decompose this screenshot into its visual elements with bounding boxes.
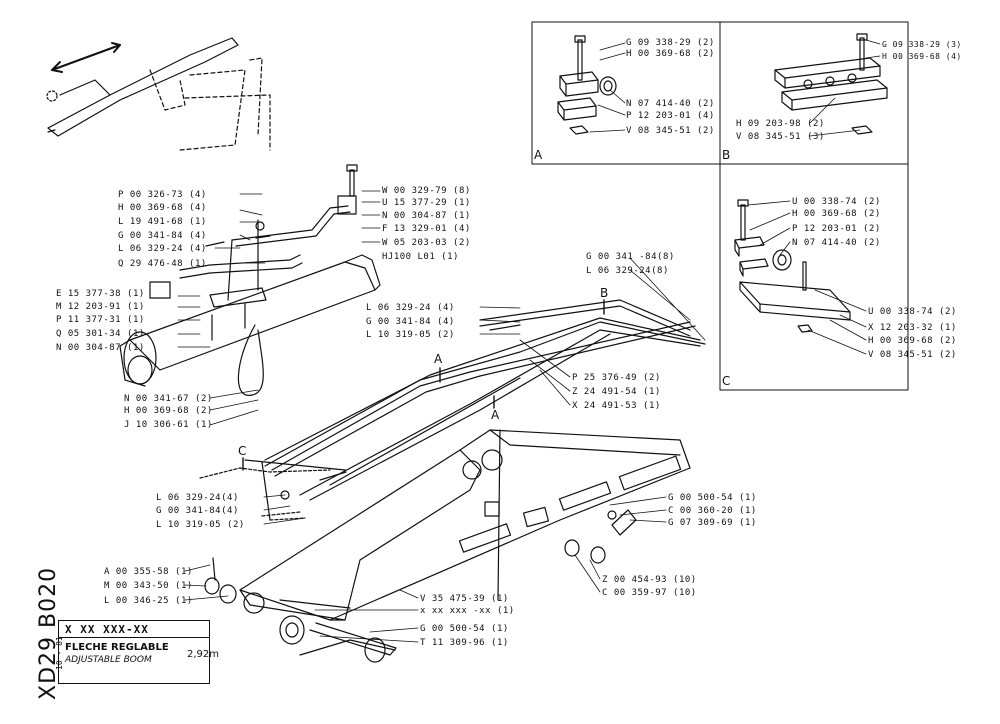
part-label: J 10 306-61 (1) <box>124 420 213 430</box>
part-label: M 00 343-50 (1) <box>104 581 193 591</box>
part-label: U 15 377-29 (1) <box>382 198 471 208</box>
part-label: G 09 338-29 (2) <box>626 38 715 48</box>
detail-box-b-frame <box>719 21 909 165</box>
part-label: Q 29 476-48 (1) <box>118 259 207 269</box>
part-label: P 12 203-01 (4) <box>626 111 715 121</box>
title-block: X XX XXX-XX FLECHE REGLABLE ADJUSTABLE B… <box>58 620 219 684</box>
section-marker-b: B <box>600 286 609 300</box>
leader-lines <box>177 39 881 643</box>
part-label: L 10 319-05 (2) <box>366 330 455 340</box>
part-label: X 24 491-53 (1) <box>572 401 661 411</box>
overview-thumbnail <box>46 37 271 151</box>
part-label: L 06 329-24 (4) <box>366 303 455 313</box>
part-label: W 05 203-03 (2) <box>382 238 471 248</box>
part-label: T 11 309-96 (1) <box>420 638 509 648</box>
part-label: Z 00 454-93 (10) <box>602 575 697 585</box>
part-label: P 00 326-73 (4) <box>118 190 207 200</box>
part-label: V 08 345-51 (2) <box>626 126 715 136</box>
part-label: L 19 491-68 (1) <box>118 217 207 227</box>
title-english: ADJUSTABLE BOOM <box>65 655 152 665</box>
section-marker-a-upper: A <box>434 352 443 366</box>
part-label: H 00 369-68 (2) <box>868 336 957 346</box>
detail-box-c-letter: C <box>722 374 731 388</box>
part-label: x xx xxx -xx (1) <box>420 606 515 616</box>
part-label: V 08 345-51 (3) <box>736 132 825 142</box>
boom-drawing <box>239 429 691 663</box>
detail-box-c-frame <box>719 163 909 391</box>
part-label: N 00 304-87 (1) <box>382 211 471 221</box>
part-label: C 00 359-97 (10) <box>602 588 697 598</box>
section-arrows <box>242 299 605 471</box>
part-label: N 00 304-87 (1) <box>56 343 145 353</box>
part-label: M 12 203-91 (1) <box>56 302 145 312</box>
part-label: V 08 345-51 (2) <box>868 350 957 360</box>
part-label: U 00 338-74 (2) <box>792 197 881 207</box>
part-label: H 00 369-68 (2) <box>124 406 213 416</box>
part-label: N 07 414-40 (2) <box>626 99 715 109</box>
part-label: A 00 355-58 (1) <box>104 567 193 577</box>
part-label: P 25 376-49 (2) <box>572 373 661 383</box>
title-french: FLECHE REGLABLE <box>65 642 169 653</box>
part-label: N 07 414-40 (2) <box>792 238 881 248</box>
part-label: Z 24 491-54 (1) <box>572 387 661 397</box>
part-label: L 00 346-25 (1) <box>104 596 193 606</box>
pipes-drawing <box>264 299 706 501</box>
part-label: W 00 329-79 (8) <box>382 186 471 196</box>
part-label: H 00 369-68 (2) <box>792 209 881 219</box>
sheet-date: 10 - 81 <box>55 636 64 670</box>
part-label: C 00 360-20 (1) <box>668 506 757 516</box>
sheet-code: XD29 B020 <box>36 566 61 700</box>
part-label: H 09 203-98 (2) <box>736 119 825 129</box>
part-label: G 09 338-29 (3) <box>882 40 962 49</box>
part-label: L 06 329-24(4) <box>156 493 239 503</box>
part-label: G 00 341-84 (4) <box>366 317 455 327</box>
part-label: E 15 377-38 (1) <box>56 289 145 299</box>
part-label: V 35 475-39 (1) <box>420 594 509 604</box>
part-label: G 00 341-84(4) <box>156 506 239 516</box>
detail-box-b-letter: B <box>722 148 731 162</box>
detail-box-a-letter: A <box>534 148 543 162</box>
part-label: H 00 369-68 (4) <box>118 203 207 213</box>
part-label: G 00 341 -84(8) <box>586 252 675 262</box>
part-label: H 00 369-68 (2) <box>626 49 715 59</box>
part-label: L 06 329-24(8) <box>586 266 669 276</box>
part-label: U 00 338-74 (2) <box>868 307 957 317</box>
title-divider <box>59 637 209 638</box>
clamp-c-drawing <box>734 199 851 333</box>
section-marker-a-lower: A <box>491 408 500 422</box>
part-label: P 11 377-31 (1) <box>56 315 145 325</box>
section-marker-c: C <box>238 444 247 458</box>
part-label: X 12 203-32 (1) <box>868 323 957 333</box>
boom-length: 2,92m <box>187 649 220 660</box>
part-label: H 00 369-68 (4) <box>882 52 962 61</box>
part-label: L 10 319-05 (2) <box>156 520 245 530</box>
part-label: G 07 309-69 (1) <box>668 518 757 528</box>
hose-c-drawing <box>199 459 347 521</box>
part-label: Q 05 301-34 (1) <box>56 329 145 339</box>
cylinder-drawing <box>119 164 381 396</box>
sheet-number: X XX XXX-XX <box>65 623 149 636</box>
part-label: HJ100 L01 (1) <box>382 252 459 262</box>
part-label: G 00 500-54 (1) <box>420 624 509 634</box>
part-label: F 13 329-01 (4) <box>382 224 471 234</box>
part-label: G 00 500-54 (1) <box>668 493 757 503</box>
part-label: N 00 341-67 (2) <box>124 394 213 404</box>
part-label: L 06 329-24 (4) <box>118 244 207 254</box>
part-label: P 12 203-01 (2) <box>792 224 881 234</box>
clamp-b-drawing <box>774 33 888 135</box>
clamp-a-drawing <box>557 35 617 135</box>
part-label: G 00 341-84 (4) <box>118 231 207 241</box>
